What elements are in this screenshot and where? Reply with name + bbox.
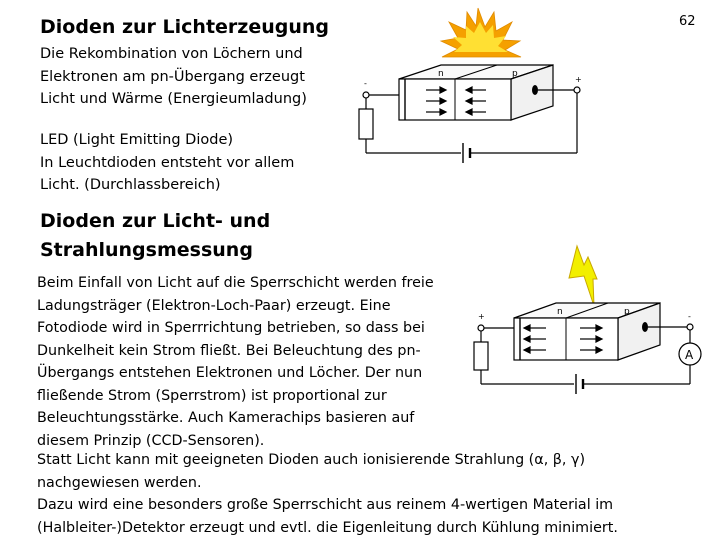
contact-dot — [532, 85, 538, 95]
section2-title: Dioden zur Licht- und Strahlungsmessung — [40, 207, 400, 265]
hole-arrows — [464, 86, 486, 116]
section2-title-line: Strahlungsmessung — [40, 239, 253, 261]
section1-title: Dioden zur Lichterzeugung — [40, 16, 330, 38]
plus-label-left: + — [478, 312, 485, 321]
paragraph-line: Beim Einfall von Licht auf die Sperrschi… — [37, 275, 434, 291]
terminal-left — [477, 324, 485, 332]
paragraph-line: nachgewiesen werden. — [37, 474, 202, 491]
paragraph-line: Fotodiode wird in Sperrrichtung betriebe… — [37, 320, 425, 336]
paragraph-line: Ladungsträger (Elektron-Loch-Paar) erzeu… — [37, 297, 391, 314]
contact-dot — [642, 322, 648, 332]
electron-arrows — [522, 324, 546, 354]
ammeter-label: A — [685, 348, 694, 362]
led-line: Licht. (Durchlassbereich) — [40, 177, 221, 193]
pn-junction-top — [454, 64, 498, 80]
section1-line: Licht und Wärme (Energieumladung) — [40, 91, 307, 107]
paragraph-line: Dazu wird eine besonders große Sperrschi… — [37, 497, 614, 513]
lightning-icon — [568, 244, 598, 307]
p-region-label: p — [624, 307, 630, 317]
photodiode-circuit — [473, 326, 691, 385]
paragraph-line: fließende Strom (Sperrstrom) ist proport… — [37, 387, 387, 404]
section1-text: Die Rekombination von Löchern und Elektr… — [40, 43, 340, 111]
paragraph-line: (Halbleiter-)Detektor erzeugt und evtl. … — [37, 519, 618, 536]
section2-paragraph: Beim Einfall von Licht auf die Sperrschi… — [37, 272, 462, 452]
minus-label: - — [364, 79, 367, 88]
ammeter-icon — [678, 342, 702, 366]
p-region-label: p — [512, 69, 518, 79]
paragraph-line: Beleuchtungsstärke. Auch Kamerachips bas… — [37, 410, 415, 426]
led-text: LED (Light Emitting Diode) In Leuchtdiod… — [40, 129, 340, 197]
pn-junction-top — [565, 302, 609, 319]
led-line: LED (Light Emitting Diode) — [40, 132, 234, 148]
electron-arrows — [426, 86, 448, 116]
minus-label-right: - — [688, 312, 691, 321]
paragraph-line: diesem Prinzip (CCD-Sensoren). — [37, 432, 265, 449]
paragraph-line: Dunkelheit kein Strom fließt. Bei Beleuc… — [37, 342, 421, 359]
hole-arrows — [580, 324, 604, 354]
terminal-right — [573, 86, 581, 94]
light-burst-core — [453, 22, 508, 52]
page-number: 62 — [679, 14, 696, 29]
paragraph-line: Statt Licht kann mit geeigneten Dioden a… — [37, 452, 586, 468]
photodiode-diagram: n p A + - — [473, 244, 702, 394]
section2-paragraph-2: Statt Licht kann mit geeigneten Dioden a… — [37, 449, 707, 539]
paragraph-line: Übergangs entstehen Elektronen und Löche… — [37, 365, 423, 381]
section1-line: Die Rekombination von Löchern und — [40, 46, 303, 62]
terminal-right — [686, 323, 694, 331]
section2-title-line: Dioden zur Licht- und — [40, 210, 271, 232]
section1-line: Elektronen am pn-Übergang erzeugt — [40, 68, 305, 85]
led-circuit — [358, 89, 578, 154]
n-region-label: n — [438, 69, 444, 79]
terminal-left — [362, 91, 370, 99]
n-region-label: n — [557, 307, 563, 317]
led-diagram: n p - + — [358, 7, 582, 163]
led-line: In Leuchtdioden entsteht vor allem — [40, 154, 295, 171]
plus-label: + — [575, 75, 582, 84]
